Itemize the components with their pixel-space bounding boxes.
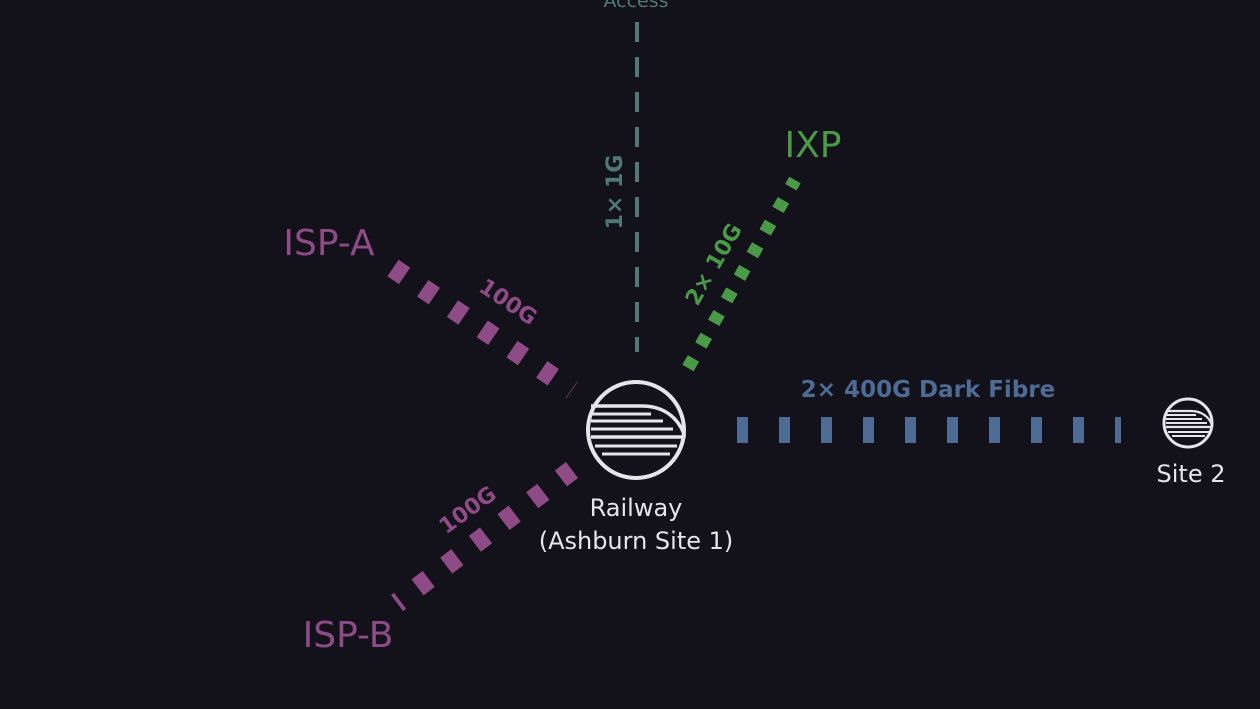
node-site2: Site 2 [1157,397,1226,488]
link-isp-a-line [387,259,578,399]
railway-train-icon [1162,397,1214,449]
link-isp-a-label: 100G [474,274,541,331]
link-access: 1× 1G [603,22,639,352]
node-railway-label-line1: Railway [590,494,683,522]
node-isp-a-label: ISP-A [283,223,375,264]
node-railway: Railway (Ashburn Site 1) [539,380,734,555]
node-ixp-label: IXP [785,125,842,166]
node-isp-b-label: ISP-B [303,615,394,656]
link-isp-a: 100G [387,259,578,399]
link-isp-b-line [390,462,579,611]
link-dark-fibre: 2× 400G Dark Fibre [737,377,1121,443]
link-access-label: 1× 1G [603,155,628,230]
link-dark-fibre-label: 2× 400G Dark Fibre [801,377,1055,403]
link-ixp-line [682,176,801,372]
node-access-label: Access [603,0,668,12]
link-isp-b-label: 100G [435,482,501,540]
railway-train-icon [586,380,686,480]
link-ixp-label: 2× 10G [681,219,748,310]
node-railway-label-line2: (Ashburn Site 1) [539,527,734,555]
node-site2-label: Site 2 [1157,460,1226,488]
link-ixp: 2× 10G [681,176,801,372]
